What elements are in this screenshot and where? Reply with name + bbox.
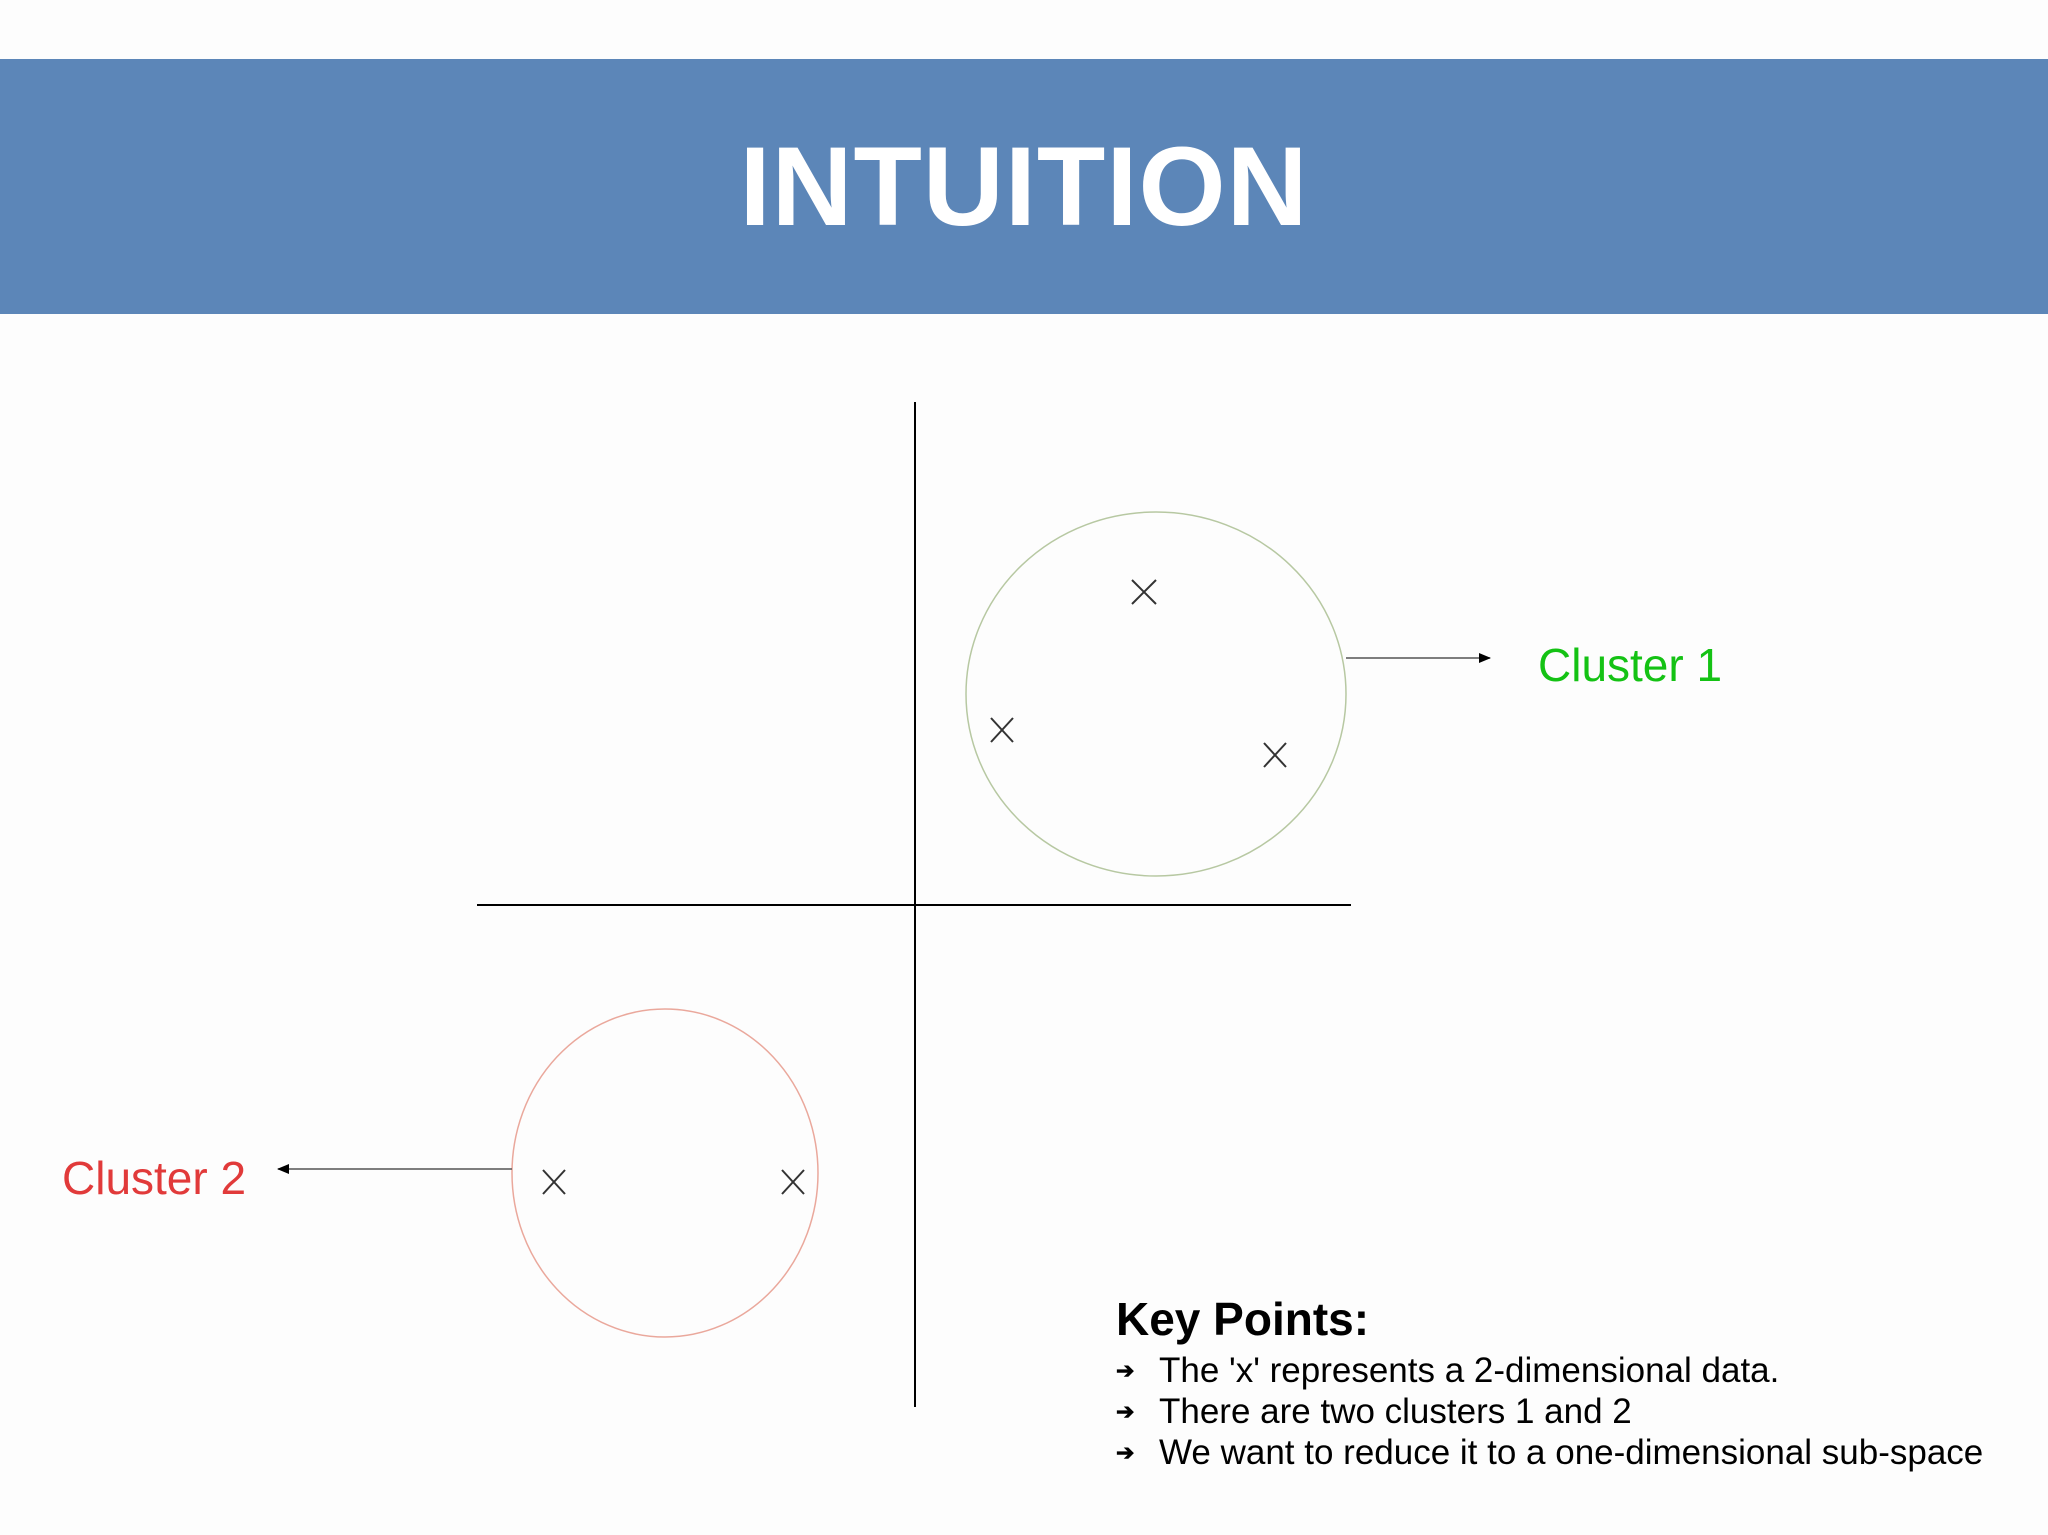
list-item: ➔ The 'x' represents a 2-dimensional dat… bbox=[1116, 1350, 2036, 1391]
key-points-list: ➔ The 'x' represents a 2-dimensional dat… bbox=[1116, 1350, 2036, 1473]
cluster-1-label: Cluster 1 bbox=[1538, 639, 1723, 691]
data-point-marker bbox=[1131, 579, 1157, 605]
cluster-2-circle bbox=[511, 1008, 819, 1338]
cluster-2 bbox=[277, 1008, 819, 1338]
data-point-marker bbox=[781, 1169, 805, 1195]
key-points-box: Key Points: ➔ The 'x' represents a 2-dim… bbox=[1116, 1296, 2036, 1473]
arrow-bullet-icon: ➔ bbox=[1116, 1440, 1135, 1465]
key-point-text: The 'x' represents a 2-dimensional data. bbox=[1159, 1351, 1780, 1390]
key-point-text: We want to reduce it to a one-dimensiona… bbox=[1159, 1433, 1984, 1472]
list-item: ➔ We want to reduce it to a one-dimensio… bbox=[1116, 1432, 2036, 1473]
arrow-bullet-icon: ➔ bbox=[1116, 1399, 1135, 1424]
cluster-1 bbox=[965, 511, 1491, 877]
data-point-marker bbox=[990, 717, 1014, 743]
data-point-marker bbox=[542, 1169, 566, 1195]
key-points-heading: Key Points: bbox=[1116, 1293, 1370, 1345]
list-item: ➔ There are two clusters 1 and 2 bbox=[1116, 1391, 2036, 1432]
title-band: INTUITION bbox=[0, 59, 2048, 314]
slide-title: INTUITION bbox=[739, 123, 1309, 249]
cluster-1-circle bbox=[965, 511, 1347, 877]
data-point-marker bbox=[1263, 742, 1287, 768]
key-point-text: There are two clusters 1 and 2 bbox=[1159, 1392, 1632, 1431]
cluster-2-label: Cluster 2 bbox=[62, 1152, 247, 1204]
arrow-bullet-icon: ➔ bbox=[1116, 1358, 1135, 1383]
